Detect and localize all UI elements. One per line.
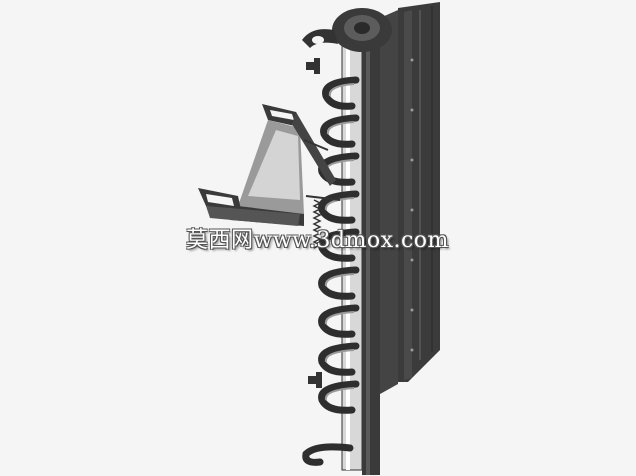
top-housing (302, 8, 392, 52)
watermark-text: 莫西网www.3dmox.com (186, 228, 449, 253)
spring-linkage (305, 195, 341, 249)
back-plate (380, 2, 440, 394)
plate-bolts (410, 58, 414, 352)
hitch-frame (198, 104, 336, 226)
side-clips (306, 58, 322, 388)
auger-flight-highlights (324, 83, 355, 401)
